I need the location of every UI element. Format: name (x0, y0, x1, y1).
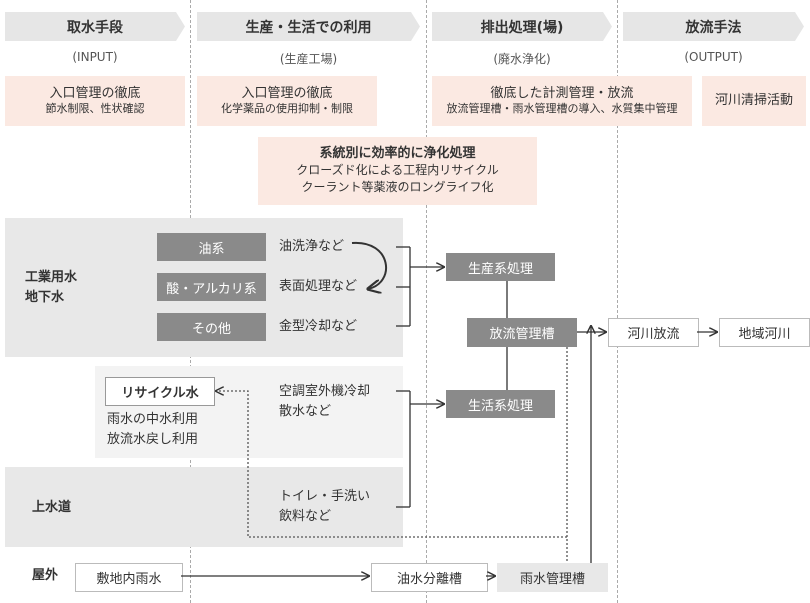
header-title: 生産・生活での利用 (245, 19, 372, 36)
recycle-line: 放流水戻し利用 (107, 432, 199, 447)
rain-source-box: 敷地内雨水 (75, 563, 183, 592)
header-sub-production: (生産工場) (279, 52, 338, 66)
header-sub-output: (OUTPUT) (684, 50, 743, 64)
discharge-policy-box: 徹底した計測管理・放流 放流管理槽・雨水管理槽の導入、水質集中管理 (432, 76, 692, 126)
use-line: トイレ・手洗い (279, 489, 371, 504)
header-input: 取水手段 (5, 12, 185, 41)
category-acid-alkali: 酸・アルカリ系 (157, 273, 266, 301)
rain-tank-box: 雨水管理槽 (497, 563, 608, 592)
source-line: 工業用水 (25, 270, 78, 285)
policy-sub: 化学薬品の使用抑制・制限 (221, 102, 353, 115)
header-discharge: 排出処理(場) (432, 12, 612, 41)
header-title: 取水手段 (67, 19, 123, 36)
use-toilet: トイレ・手洗い 飲料など (279, 487, 370, 527)
discharge-tank-box: 放流管理槽 (467, 318, 577, 347)
living-treatment-box: 生活系処理 (446, 390, 555, 418)
use-line: 飲料など (279, 509, 332, 524)
header-sub-input: (INPUT) (72, 50, 118, 64)
production-treatment-box: 生産系処理 (446, 253, 555, 281)
recycle-water-box: リサイクル水 (105, 377, 215, 406)
policy-title: 入口管理の徹底 (49, 86, 141, 101)
tap-band (5, 467, 403, 547)
center-policy-box: 系統別に効率的に浄化処理 クローズド化による工程内リサイクル クーラント等薬液の… (258, 137, 537, 205)
oil-separator-box: 油水分離槽 (371, 563, 488, 592)
local-river-box: 地域河川 (719, 318, 810, 347)
column-separator (617, 0, 618, 603)
header-production: 生産・生活での利用 (197, 12, 420, 41)
use-surface-treatment: 表面処理など (279, 279, 358, 294)
use-line: 空調室外機冷却 (279, 384, 371, 399)
recycle-line: 雨水の中水利用 (107, 412, 199, 427)
policy-title: 徹底した計測管理・放流 (490, 86, 634, 101)
header-title: 放流手法 (685, 19, 742, 36)
output-policy-box: 河川清掃活動 (702, 76, 806, 126)
use-mold-cooling: 金型冷却など (279, 319, 358, 334)
column-separator (426, 0, 427, 603)
policy-sub: 放流管理槽・雨水管理槽の導入、水質集中管理 (446, 102, 678, 115)
policy-line: クーラント等薬液のロングライフ化 (301, 180, 494, 194)
category-oil: 油系 (157, 233, 266, 261)
policy-title: 系統別に効率的に浄化処理 (319, 146, 476, 161)
production-policy-box: 入口管理の徹底 化学薬品の使用抑制・制限 (197, 76, 377, 126)
use-ac-cooling: 空調室外機冷却 散水など (279, 382, 370, 422)
use-line: 散水など (279, 404, 332, 419)
header-output: 放流手法 (623, 12, 804, 41)
header-title: 排出処理(場) (480, 19, 564, 36)
source-industrial-water: 工業用水 地下水 (25, 268, 77, 308)
industrial-bracket (396, 246, 411, 327)
source-line: 地下水 (25, 290, 65, 305)
header-sub-discharge: (廃水浄化) (493, 52, 551, 66)
policy-title: 入口管理の徹底 (241, 86, 333, 101)
recycle-note: 雨水の中水利用 放流水戻し利用 (107, 410, 198, 450)
policy-title: 河川清掃活動 (714, 93, 793, 108)
recycle-dotted-loop (216, 347, 568, 563)
category-other: その他 (157, 313, 266, 341)
policy-sub: 節水制限、性状確認 (45, 102, 145, 115)
input-policy-box: 入口管理の徹底 節水制限、性状確認 (5, 76, 185, 126)
living-bracket (396, 390, 411, 508)
river-discharge-box: 河川放流 (608, 318, 699, 347)
recycle-curve-arrow (351, 241, 387, 289)
use-oil-wash: 油洗浄など (279, 239, 345, 254)
policy-line: クローズド化による工程内リサイクル (296, 163, 499, 177)
source-outdoor: 屋外 (32, 568, 59, 583)
source-tap-water: 上水道 (32, 500, 72, 515)
